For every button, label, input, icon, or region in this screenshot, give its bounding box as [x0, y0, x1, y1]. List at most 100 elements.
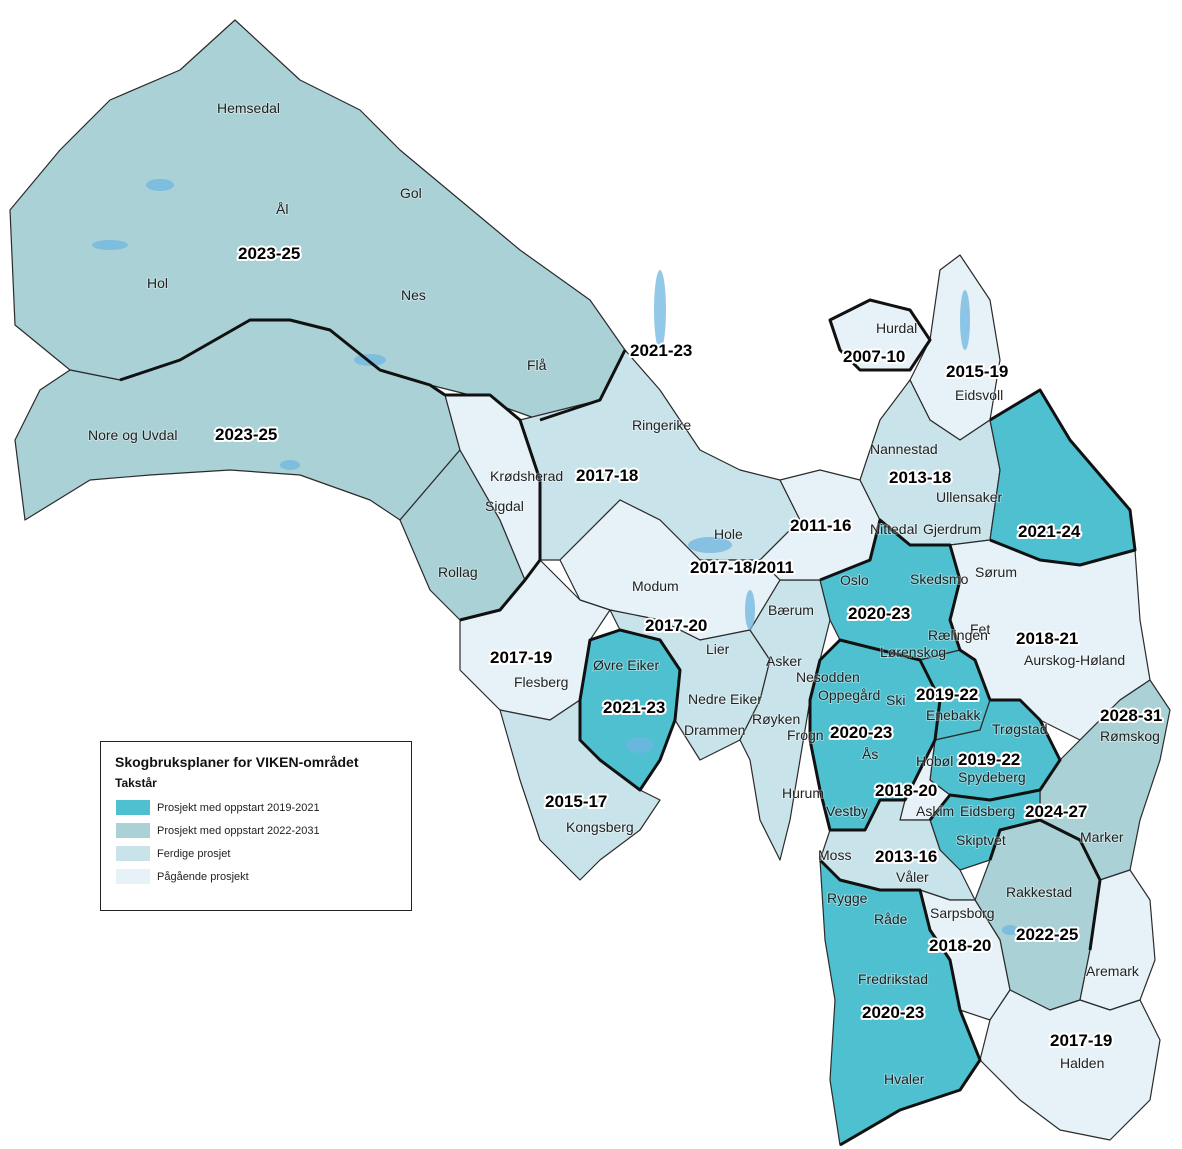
muni-label: Rollag [438, 564, 478, 580]
muni-label: Sarpsborg [930, 905, 995, 921]
map-legend: Skogbruksplaner for VIKEN-området Takstå… [100, 741, 412, 911]
muni-label: Hobøl [916, 753, 953, 769]
muni-label: Flesberg [514, 674, 568, 690]
muni-label: Marker [1080, 829, 1124, 845]
muni-label: Moss [818, 847, 851, 863]
year-label: 2024-27 [1025, 802, 1087, 821]
legend-label: Ferdige prosjet [157, 847, 231, 860]
muni-label: Hole [714, 526, 743, 542]
muni-label: Ås [862, 746, 878, 762]
lakes [92, 179, 1018, 935]
muni-label: Nedre Eiker [688, 691, 762, 707]
muni-label: Kongsberg [566, 819, 634, 835]
year-label: 2021-23 [603, 698, 665, 717]
legend-label: Prosjekt med oppstart 2019-2021 [157, 801, 320, 814]
muni-label: Ål [276, 201, 288, 217]
year-label: 2021-23 [630, 341, 692, 360]
year-label: 2020-23 [862, 1003, 924, 1022]
muni-label: Rygge [827, 890, 868, 906]
muni-label: Frogn [787, 727, 824, 743]
municipality-labels: Hemsedal Gol Ål Hol Nes Flå Nore og Uvda… [87, 99, 1161, 1088]
year-label: 2017-18 [576, 466, 638, 485]
muni-label: Aurskog-Høland [1024, 652, 1125, 668]
muni-label: Nes [401, 287, 426, 303]
year-label: 2018-20 [875, 781, 937, 800]
muni-label: Hurum [782, 785, 824, 801]
legend-swatch [115, 868, 151, 885]
muni-label: Øvre Eiker [593, 657, 659, 673]
muni-label: Asker [766, 653, 802, 669]
muni-label: Røyken [752, 711, 800, 727]
year-label: 2013-16 [875, 847, 937, 866]
year-label: 2015-19 [946, 362, 1008, 381]
muni-label: Lørenskog [880, 644, 946, 660]
legend-item: Pågående prosjekt [115, 865, 397, 888]
muni-label: Nesodden [796, 669, 860, 685]
muni-label: Trøgstad [992, 721, 1048, 737]
year-label: 2017-18/2011 [690, 558, 794, 577]
muni-label: Skedsmo [910, 571, 969, 587]
legend-swatch [115, 822, 151, 839]
year-label: 2017-20 [645, 616, 707, 635]
legend-subtitle: Takstår [115, 776, 157, 790]
year-label: 2028-31 [1100, 706, 1162, 725]
legend-item: Ferdige prosjet [115, 842, 397, 865]
muni-label: Rømskog [1100, 728, 1160, 744]
muni-label: Enebakk [926, 707, 981, 723]
muni-label: Oslo [840, 572, 869, 588]
muni-label: Askim [916, 803, 954, 819]
muni-label: Sigdal [485, 498, 524, 514]
legend-swatch [115, 799, 151, 816]
muni-label: Ski [886, 692, 905, 708]
year-label: 2023-25 [238, 244, 300, 263]
muni-label: Ullensaker [936, 489, 1002, 505]
year-label: 2011-16 [790, 516, 851, 535]
muni-label: Modum [632, 578, 679, 594]
muni-label: Nannestad [870, 441, 938, 457]
muni-label: Nore og Uvdal [88, 427, 178, 443]
legend-swatch [115, 845, 151, 862]
year-label: 2020-23 [848, 604, 910, 623]
project-boundaries [119, 298, 1137, 1147]
muni-label: Ringerike [632, 417, 691, 433]
year-label: 2018-20 [929, 936, 991, 955]
muni-label: Nittedal [870, 521, 917, 537]
muni-label: Hemsedal [217, 100, 280, 116]
legend-item: Prosjekt med oppstart 2019-2021 [115, 796, 397, 819]
muni-label: Fredrikstad [858, 971, 928, 987]
legend-label: Prosjekt med oppstart 2022-2031 [157, 824, 320, 837]
muni-label: Lier [706, 641, 730, 657]
muni-label: Spydeberg [958, 769, 1026, 785]
region-halden[interactable] [979, 989, 1161, 1141]
legend-item: Prosjekt med oppstart 2022-2031 [115, 819, 397, 842]
muni-label: Hvaler [884, 1071, 925, 1087]
muni-label: Rakkestad [1006, 884, 1072, 900]
muni-label: Eidsvoll [955, 387, 1003, 403]
legend-label: Pågående prosjekt [157, 870, 249, 883]
muni-label: Hurdal [876, 320, 917, 336]
legend-title: Skogbruksplaner for VIKEN-området [115, 754, 359, 770]
year-label: 2021-24 [1018, 522, 1081, 541]
muni-label: Oppegård [818, 687, 880, 703]
year-label: 2022-25 [1016, 925, 1078, 944]
muni-label: Halden [1060, 1055, 1104, 1071]
muni-label: Hol [147, 275, 168, 291]
year-label: 2007-10 [843, 347, 905, 366]
muni-label: Vestby [826, 803, 868, 819]
muni-label: Krødsherad [490, 468, 563, 484]
muni-label: Bærum [768, 602, 814, 618]
year-label: 2013-18 [889, 468, 951, 487]
year-labels: 2023-25 2023-25 2021-23 2007-10 2015-19 … [213, 242, 1164, 1052]
muni-label: Rælingen [928, 627, 988, 643]
muni-label: Eidsberg [960, 803, 1015, 819]
map-regions [9, 19, 1171, 1146]
year-label: 2023-25 [215, 425, 277, 444]
muni-label: Våler [896, 869, 929, 885]
year-label: 2020-23 [830, 723, 892, 742]
muni-label: Gol [400, 185, 422, 201]
year-label: 2017-19 [490, 648, 552, 667]
muni-label: Flå [527, 357, 547, 373]
year-label: 2017-19 [1050, 1031, 1112, 1050]
muni-label: Sørum [975, 564, 1017, 580]
